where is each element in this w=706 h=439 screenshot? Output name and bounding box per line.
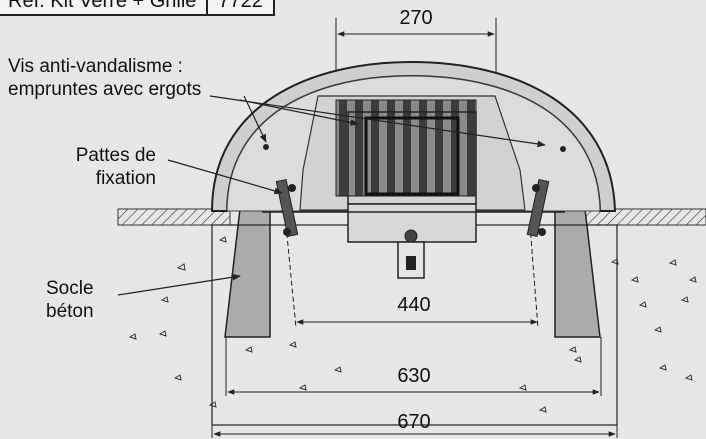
tabs-label-line2: fixation: [96, 168, 156, 189]
dimension-670: 670: [397, 411, 430, 433]
base-label-line2: béton: [46, 301, 94, 322]
reference-label: Réf. Kit Verre + Grille: [8, 0, 197, 12]
dimension-630: 630: [397, 365, 430, 387]
screw-left: [263, 144, 269, 150]
concrete-base-right: [554, 208, 601, 338]
grille-frame: [364, 116, 460, 196]
lamp-socket-bolt: [404, 229, 418, 243]
glass-grille: [335, 99, 477, 197]
reference-code: 7722: [206, 0, 273, 14]
concrete-base-left: [224, 208, 271, 338]
dimension-270: 270: [399, 7, 432, 29]
leader-lines: [117, 95, 546, 296]
chamber-dash-right: [529, 224, 539, 329]
screw-right: [560, 146, 566, 152]
dimension-440: 440: [397, 294, 430, 316]
dimension-lines: [211, 18, 618, 438]
base-label-line1: Socle: [46, 278, 94, 299]
screws-label-line2: empruntes avec ergots: [8, 79, 201, 100]
fixation-tab-right: [526, 178, 550, 238]
ground-hatch-left: [117, 208, 231, 226]
reference-box: Réf. Kit Verre + Grille 7722: [0, 0, 275, 16]
screws-label-line1: Vis anti-vandalisme :: [8, 56, 183, 77]
lamp-socket-core: [406, 256, 416, 270]
tabs-label-line1: Pattes de: [76, 145, 156, 166]
soil-aggregate-marks: [128, 236, 697, 413]
chamber-dash-left: [285, 224, 297, 329]
